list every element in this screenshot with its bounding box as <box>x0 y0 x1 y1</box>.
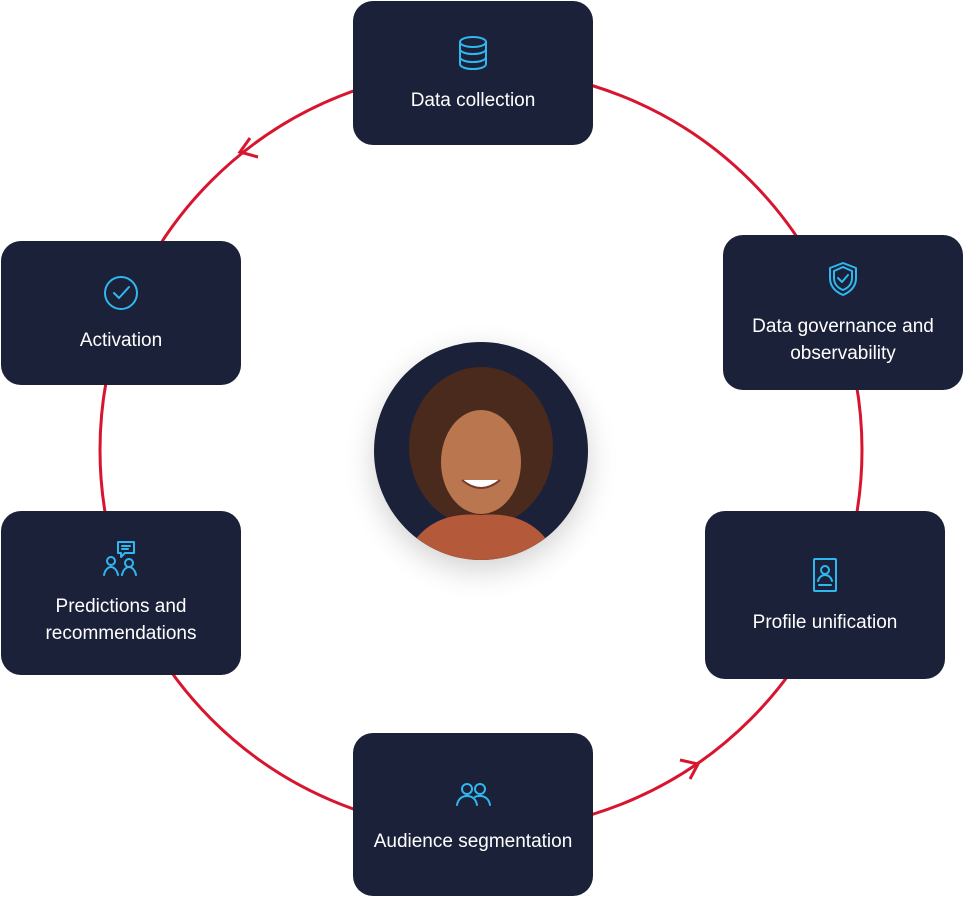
node-audience-segmentation: Audience segmentation <box>353 733 593 896</box>
arrowhead-icon <box>237 137 259 159</box>
node-label: Activation <box>79 329 163 351</box>
database-icon <box>453 33 493 73</box>
check-circle-icon <box>101 273 141 313</box>
center-avatar <box>374 342 588 560</box>
node-profile-unification: Profile unification <box>705 511 945 679</box>
node-label: Predictions and recommendations <box>45 596 197 644</box>
shield-check-icon <box>823 259 863 299</box>
arrowhead-icon <box>679 758 701 780</box>
person-portrait-icon <box>404 367 558 560</box>
node-data-governance: Data governance and observability <box>723 235 963 390</box>
node-label: Profile unification <box>752 611 898 633</box>
node-label: Data governance and observability <box>752 315 934 364</box>
users-chat-icon <box>101 539 141 579</box>
users-icon <box>453 774 493 814</box>
node-data-collection: Data collection <box>353 1 593 145</box>
node-activation: Activation <box>1 241 241 385</box>
node-label: Data collection <box>410 89 536 111</box>
node-label: Audience segmentation <box>373 831 573 852</box>
id-card-icon <box>805 555 845 595</box>
node-predictions: Predictions and recommendations <box>1 511 241 675</box>
